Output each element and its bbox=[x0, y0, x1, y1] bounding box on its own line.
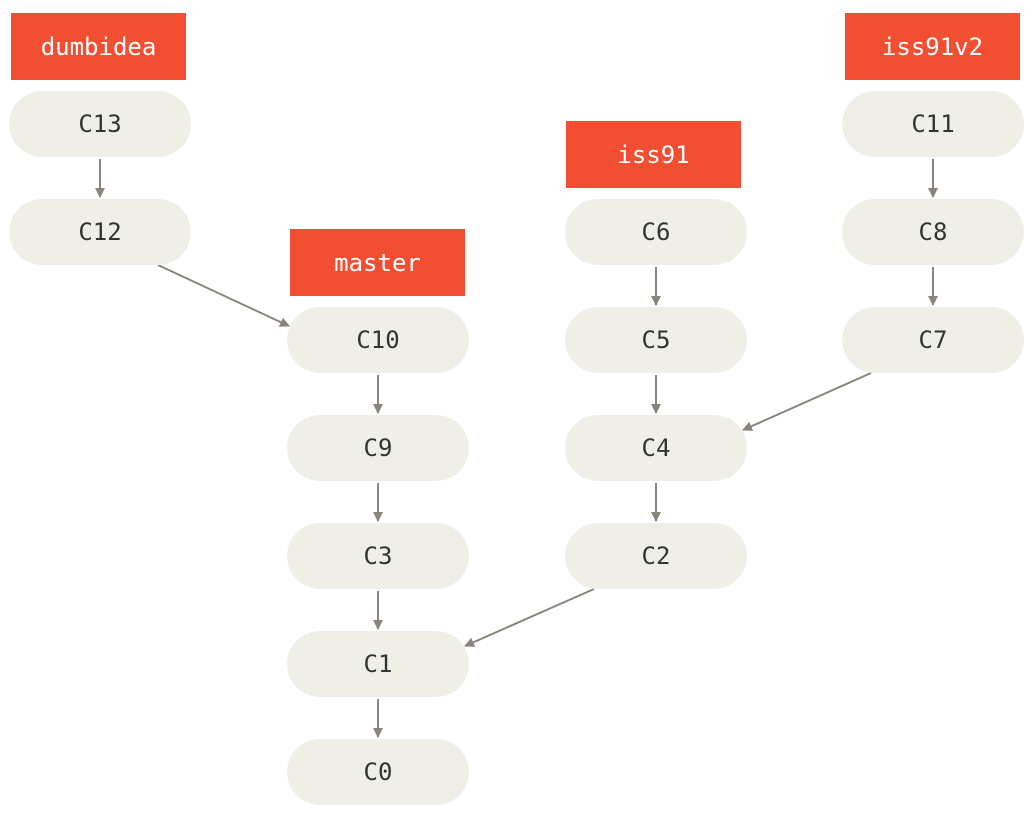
commit-node-c6: C6 bbox=[565, 199, 747, 265]
branch-label-iss91v2: iss91v2 bbox=[845, 13, 1020, 80]
commit-node-c3: C3 bbox=[287, 523, 469, 589]
edge-c2-to-c1 bbox=[464, 588, 595, 647]
commit-node-c2: C2 bbox=[565, 523, 747, 589]
commit-node-c10: C10 bbox=[287, 307, 469, 373]
edge-c7-to-c4 bbox=[742, 372, 872, 431]
commit-node-c0: C0 bbox=[287, 739, 469, 805]
commit-node-c5: C5 bbox=[565, 307, 747, 373]
commit-node-c11: C11 bbox=[842, 91, 1024, 157]
edge-c12-to-c10 bbox=[157, 264, 290, 327]
commit-node-c1: C1 bbox=[287, 631, 469, 697]
commit-node-c4: C4 bbox=[565, 415, 747, 481]
commit-node-c13: C13 bbox=[9, 91, 191, 157]
commit-node-c7: C7 bbox=[842, 307, 1024, 373]
commit-node-c12: C12 bbox=[9, 199, 191, 265]
branch-label-dumbidea: dumbidea bbox=[11, 13, 186, 80]
branch-label-master: master bbox=[290, 229, 465, 296]
commit-node-c9: C9 bbox=[287, 415, 469, 481]
branch-label-iss91: iss91 bbox=[566, 121, 741, 188]
commit-node-c8: C8 bbox=[842, 199, 1024, 265]
